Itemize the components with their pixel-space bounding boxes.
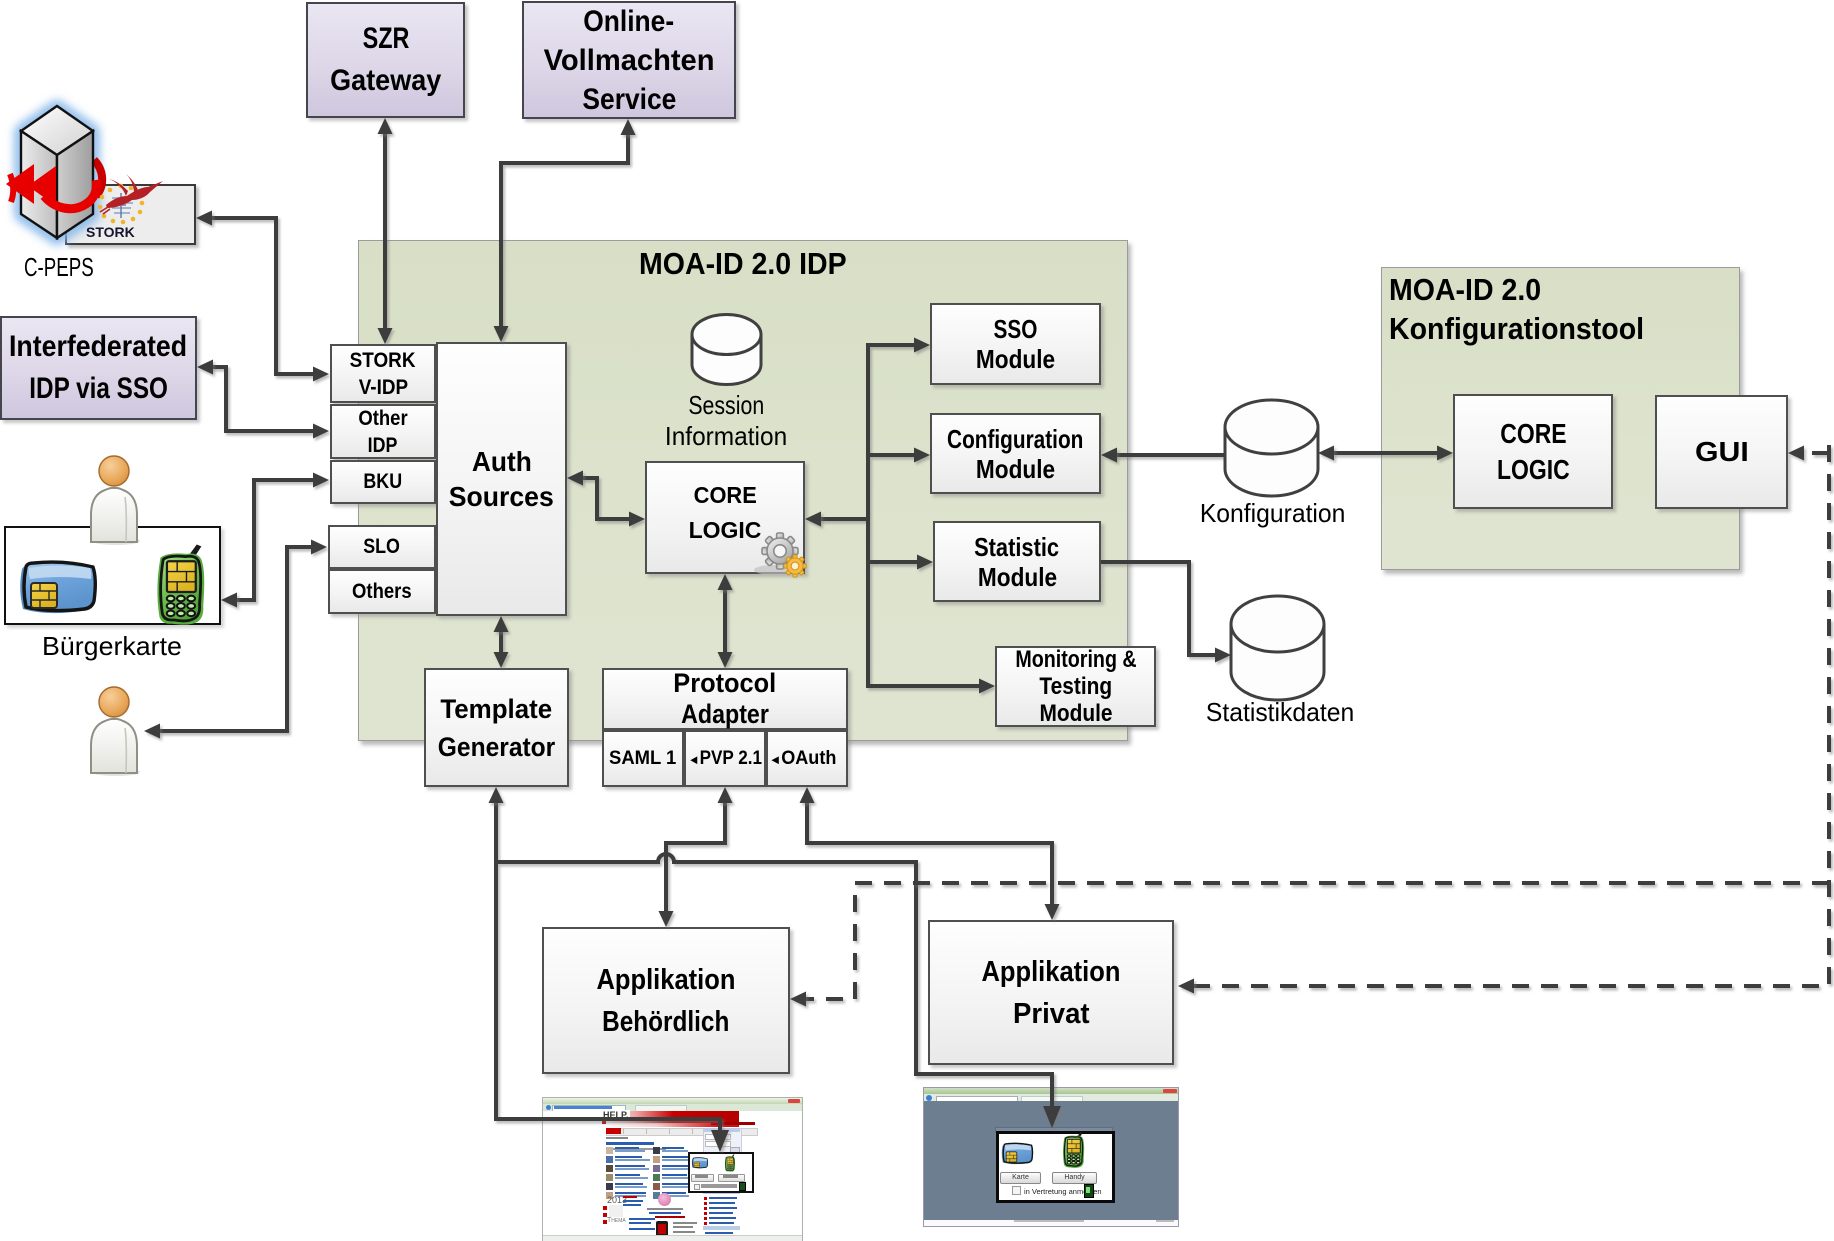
svg-text:STORK: STORK [86,224,135,240]
